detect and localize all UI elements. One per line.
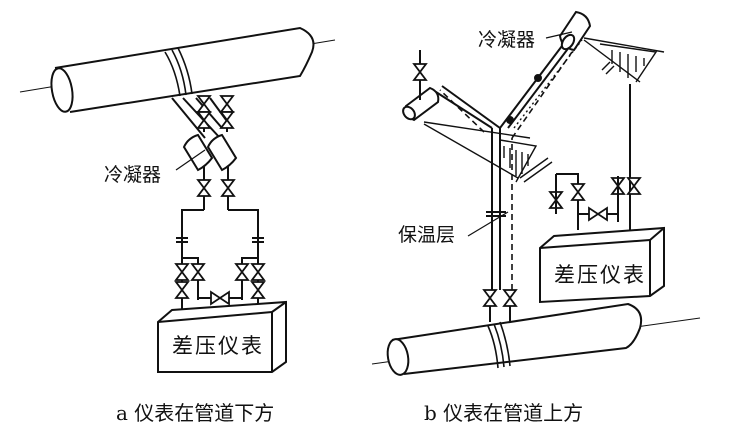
diagram-b — [371, 10, 701, 376]
condenser-label-a: 冷凝器 — [104, 164, 161, 186]
condenser-leader-a — [175, 149, 206, 171]
insulation-label-b: 保温层 — [398, 224, 455, 246]
flange-a — [164, 47, 193, 97]
instrument-box-b — [539, 226, 665, 304]
instrument-label-a: 差压仪表 — [172, 334, 264, 358]
pipe-end-b — [386, 338, 410, 376]
diagram-a — [19, 26, 336, 373]
condenser-left-b — [402, 86, 440, 122]
instrument-box-a — [157, 300, 287, 373]
flange-b — [487, 321, 511, 369]
caption-a: a 仪表在管道下方 — [116, 401, 274, 425]
condenser-label-b: 冷凝器 — [478, 29, 535, 51]
insulation-dashed-b — [439, 51, 573, 290]
condenser-top-b — [558, 10, 592, 52]
main-pipe-b — [391, 302, 643, 375]
instrument-label-b: 差压仪表 — [554, 263, 646, 287]
condenser-pair-a — [182, 133, 238, 172]
main-pipe-a — [54, 26, 315, 113]
pipe-end-a — [50, 67, 74, 113]
caption-b: b 仪表在管道上方 — [424, 401, 583, 425]
support-hatch-b — [423, 37, 665, 183]
